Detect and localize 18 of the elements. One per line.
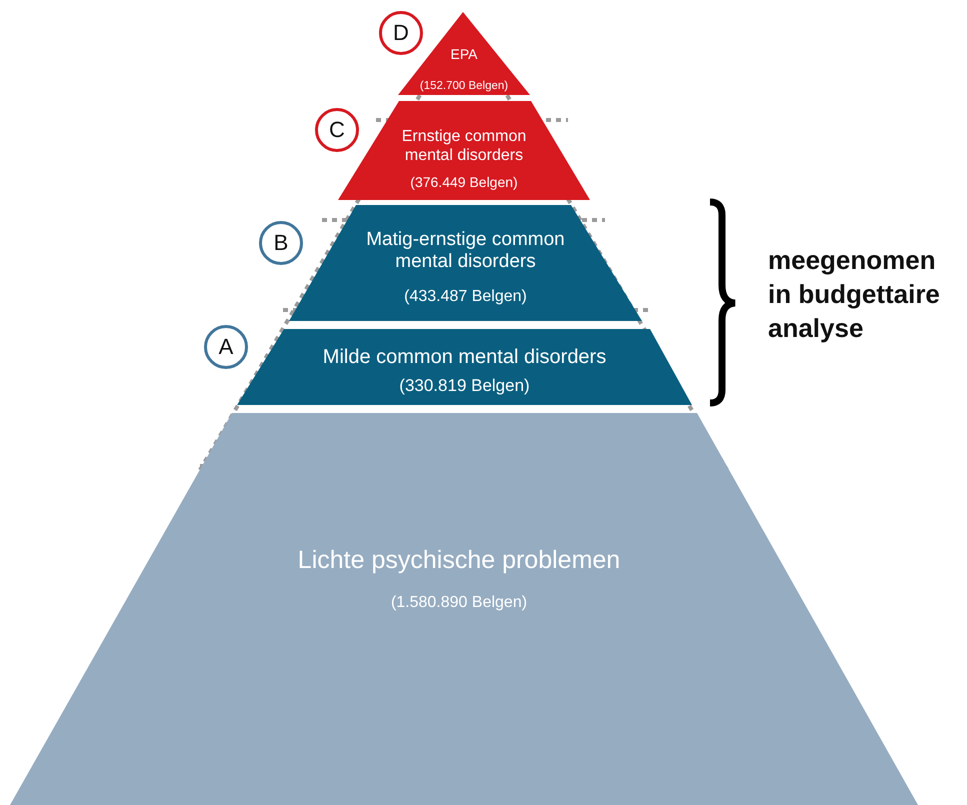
- population-count: (330.819 Belgen): [399, 376, 530, 396]
- pyramid-tier: [289, 205, 642, 321]
- tier-title: Matig-ernstige common mental disorders: [365, 229, 566, 274]
- level-marker: B: [259, 221, 303, 265]
- tier-title: EPA: [450, 46, 478, 63]
- population-count: (376.449 Belgen): [410, 174, 518, 191]
- population-count: (1.580.890 Belgen): [390, 594, 528, 613]
- pyramid-tier: [237, 329, 692, 405]
- level-marker: C: [315, 108, 359, 152]
- level-marker: D: [379, 11, 423, 55]
- tier-title: Lichte psychische problemen: [298, 546, 620, 576]
- tier-title: Milde common mental disorders: [322, 346, 606, 370]
- population-count: (152.700 Belgen): [420, 80, 508, 94]
- level-marker: A: [204, 325, 248, 369]
- bracket-note: meegenomen in budgettaire analyse: [768, 244, 941, 345]
- tier-title: Ernstige common mental disorders: [400, 128, 528, 166]
- pyramid-tier: [10, 413, 918, 805]
- population-count: (433.487 Belgen): [404, 288, 527, 307]
